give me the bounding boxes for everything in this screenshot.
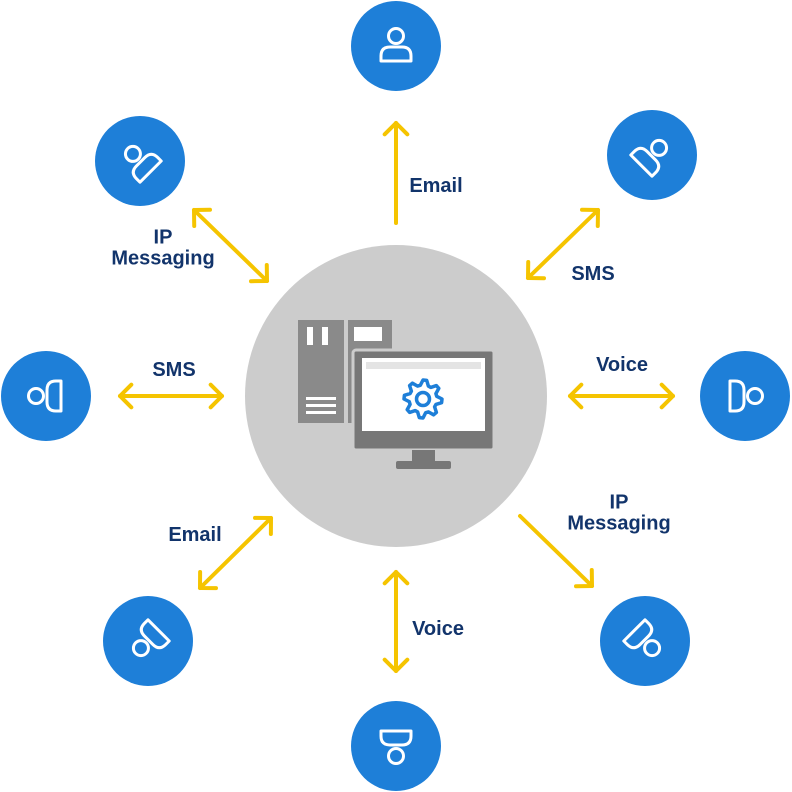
monitor-icon bbox=[351, 348, 496, 469]
node-top-right bbox=[607, 110, 697, 200]
arrowhead bbox=[568, 382, 584, 410]
arrowhead bbox=[382, 657, 410, 673]
link-bottom: Voice bbox=[382, 570, 464, 673]
arrowhead bbox=[253, 515, 273, 536]
arrowhead bbox=[382, 121, 410, 137]
arrow-top-left bbox=[192, 208, 269, 283]
arrowhead bbox=[118, 382, 134, 410]
node-left bbox=[1, 351, 91, 441]
arrowhead bbox=[198, 570, 218, 591]
arrowhead bbox=[526, 260, 546, 281]
node-right bbox=[700, 351, 790, 441]
link-left: SMS bbox=[118, 359, 224, 410]
arrowhead bbox=[659, 382, 675, 410]
link-top-right: SMS bbox=[526, 207, 615, 285]
gear-icon bbox=[402, 378, 444, 420]
link-label-line: Messaging bbox=[111, 248, 214, 270]
link-label-line: Messaging bbox=[567, 513, 670, 535]
node-bottom bbox=[351, 701, 441, 791]
node-top bbox=[351, 1, 441, 91]
arrowhead bbox=[580, 207, 600, 228]
central-hub bbox=[245, 245, 547, 547]
link-label-line: SMS bbox=[152, 359, 195, 381]
link-right: Voice bbox=[568, 354, 675, 410]
link-label-line: IP bbox=[610, 492, 629, 514]
link-label-line: IP bbox=[154, 227, 173, 249]
arrow-top-right bbox=[526, 208, 600, 280]
link-label-line: Voice bbox=[596, 354, 648, 376]
arrowhead bbox=[208, 382, 224, 410]
arrowhead bbox=[382, 570, 410, 586]
link-label-line: Email bbox=[168, 524, 221, 546]
link-label-top: Email bbox=[409, 175, 462, 197]
arrowhead bbox=[249, 263, 269, 284]
link-bottom-left: Email bbox=[168, 515, 273, 591]
link-label-line: Voice bbox=[412, 618, 464, 640]
arrow-bottom-right bbox=[518, 514, 594, 588]
arrow-bottom-left bbox=[198, 516, 273, 590]
node-top-left bbox=[95, 116, 185, 206]
arrowhead bbox=[574, 568, 594, 589]
link-top: Email bbox=[382, 121, 463, 225]
link-label-line: Email bbox=[409, 175, 462, 197]
link-label-bottom-left: Email bbox=[168, 524, 221, 546]
link-label-top-right: SMS bbox=[571, 263, 614, 285]
node-bottom-left bbox=[103, 596, 193, 686]
link-label-right: Voice bbox=[596, 354, 648, 376]
node-bottom-right bbox=[600, 596, 690, 686]
link-label-left: SMS bbox=[152, 359, 195, 381]
link-label-bottom: Voice bbox=[412, 618, 464, 640]
arrowhead bbox=[192, 207, 212, 228]
link-label-line: SMS bbox=[571, 263, 614, 285]
